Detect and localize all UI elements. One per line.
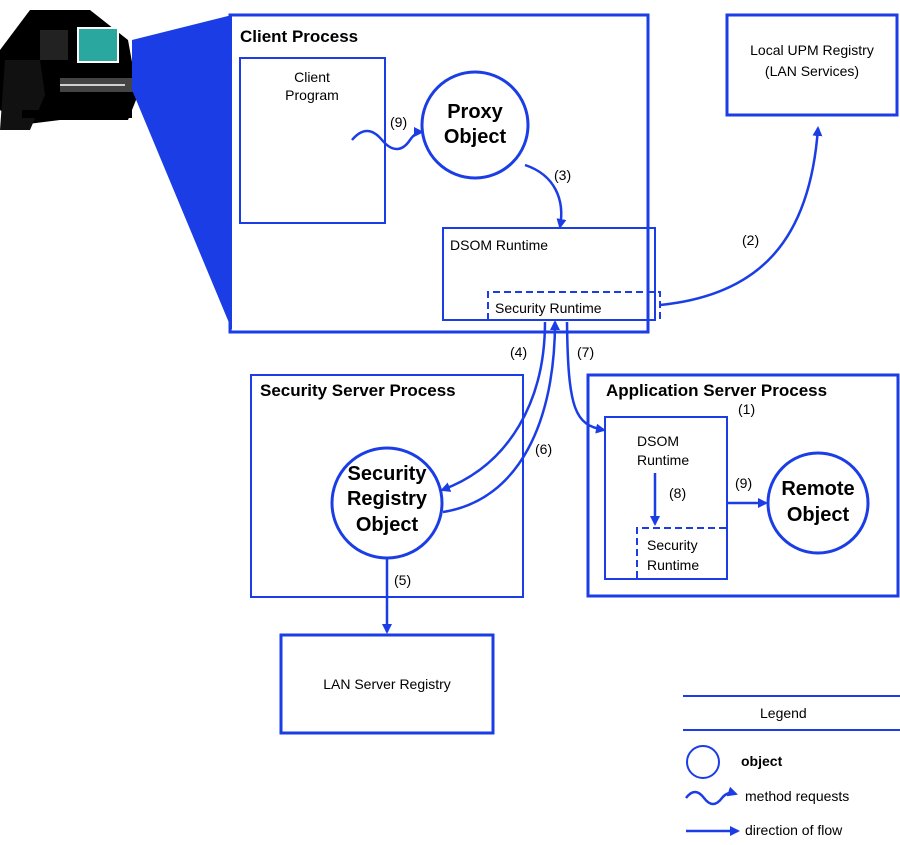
- step-6-label: (6): [535, 441, 552, 457]
- flow-arrow-step-6: [442, 320, 560, 514]
- client-security-runtime-outline: [487, 291, 661, 320]
- client-process-box: [228, 13, 650, 334]
- step-2-label: (2): [742, 232, 759, 248]
- step-5-label: (5): [394, 572, 411, 588]
- step-7-label: (7): [577, 344, 594, 360]
- step-4-label: (4): [510, 344, 527, 360]
- security-registry-label-2: Registry: [347, 488, 428, 510]
- remote-object-label-2: Object: [787, 504, 850, 526]
- app-dsom-runtime-label-2: Runtime: [637, 452, 689, 468]
- client-dsom-runtime-box: [442, 227, 656, 321]
- method-request-arrow-proxy: [351, 127, 424, 151]
- flow-arrow-step-2: [659, 126, 823, 307]
- client-program-label-2: Program: [285, 87, 339, 103]
- client-dsom-runtime-label: DSOM Runtime: [450, 237, 548, 253]
- security-registry-label-3: Object: [356, 514, 419, 536]
- security-registry-label-1: Security: [348, 463, 428, 485]
- flow-arrow-step-7: [565, 321, 606, 434]
- remote-object-circle: [766, 451, 870, 555]
- legend-method-icon: [685, 786, 738, 806]
- step-9-app-label: (9): [735, 475, 752, 491]
- legend-title: Legend: [760, 705, 807, 721]
- client-security-runtime-label: Security Runtime: [495, 300, 602, 316]
- application-server-process-title: Application Server Process: [606, 381, 827, 400]
- client-program-label-1: Client: [294, 69, 330, 85]
- app-security-runtime-label-1: Security: [647, 537, 698, 553]
- step-8-label: (8): [669, 485, 686, 501]
- app-security-runtime-outline: [636, 527, 727, 578]
- local-upm-registry-label-1: Local UPM Registry: [750, 42, 874, 58]
- security-server-process-title: Security Server Process: [260, 381, 456, 400]
- client-program-box: [239, 57, 386, 224]
- legend-object-icon: [686, 745, 720, 779]
- remote-object-label-1: Remote: [781, 478, 854, 500]
- app-dsom-runtime-label-1: DSOM: [637, 433, 679, 449]
- local-upm-registry-label-2: (LAN Services): [765, 63, 859, 79]
- user-at-computer-icon: [0, 10, 140, 130]
- zoom-wedge: [132, 15, 232, 330]
- flow-arrow-step-3: [524, 163, 567, 229]
- legend-method-label: method requests: [745, 788, 849, 804]
- legend: Legend object method requests direction …: [683, 695, 900, 838]
- local-upm-registry-box: [725, 13, 899, 117]
- lan-server-registry-box: [279, 633, 495, 735]
- client-process-title: Client Process: [240, 27, 358, 46]
- proxy-object-label-2: Object: [444, 126, 507, 148]
- step-3-label: (3): [554, 167, 571, 183]
- flow-arrow-step-4: [440, 321, 547, 492]
- legend-flow-label: direction of flow: [745, 822, 843, 838]
- step-1-label: (1): [738, 401, 755, 417]
- proxy-object-circle: [420, 70, 530, 180]
- app-dsom-runtime-box: [604, 416, 728, 580]
- step-9-client: (9): [390, 114, 407, 130]
- lan-server-registry-label: LAN Server Registry: [323, 676, 451, 692]
- application-server-process-box: [586, 373, 900, 598]
- app-security-runtime-label-2: Runtime: [647, 557, 699, 573]
- legend-object-label: object: [741, 753, 783, 769]
- proxy-object-label-1: Proxy: [447, 101, 503, 123]
